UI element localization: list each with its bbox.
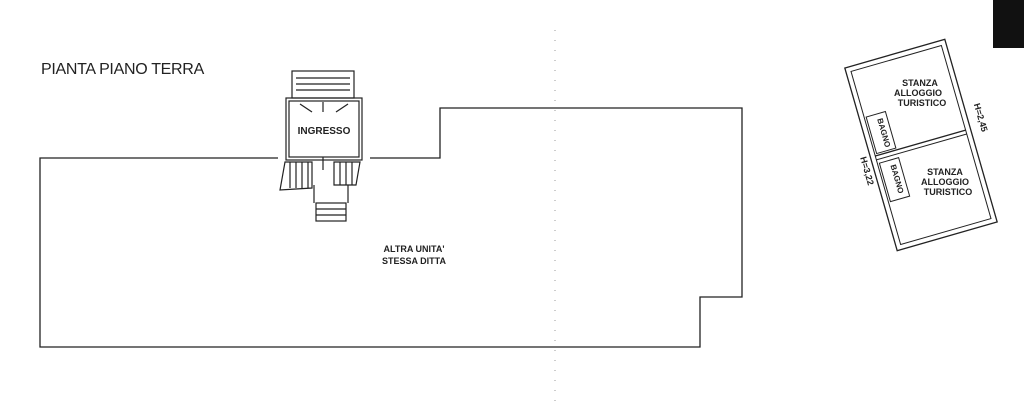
height-label-1: H=2,45 [972,102,990,133]
plan-title: PIANTA PIANO TERRA [41,61,204,78]
other-unit-label-2: STESSA DITTA [382,256,447,266]
bath-label-1: BAGNO [875,117,892,148]
svg-text:STANZA: STANZA [902,78,938,88]
svg-text:TURISTICO: TURISTICO [924,187,973,197]
entrance-label: INGRESSO [298,126,351,137]
corner-block [993,0,1024,48]
tourist-rooms-plan: BAGNO BAGNO H=2,45 H=3,22 [844,38,998,252]
other-unit-outline [39,107,743,348]
other-unit-label-1: ALTRA UNITA' [384,244,445,254]
entrance-block [279,70,363,222]
bath-label-2: BAGNO [888,163,905,194]
room2-label: STANZA ALLOGGIO TURISTICO [921,167,972,197]
svg-text:ALLOGGIO: ALLOGGIO [894,88,942,98]
svg-text:TURISTICO: TURISTICO [898,98,947,108]
height-label-2: H=3,22 [858,155,876,186]
svg-text:STANZA: STANZA [927,167,963,177]
room1-label: STANZA ALLOGGIO TURISTICO [894,78,946,108]
svg-text:ALLOGGIO: ALLOGGIO [921,177,969,187]
